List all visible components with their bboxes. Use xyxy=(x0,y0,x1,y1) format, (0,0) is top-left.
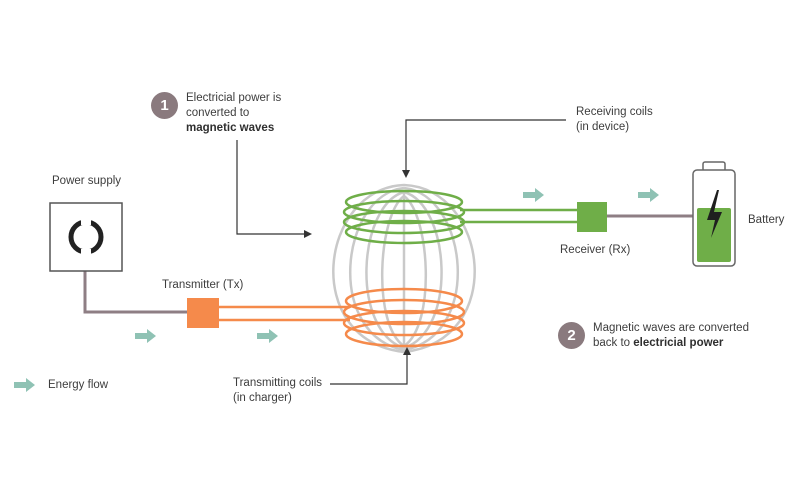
step-1-line-2: converted to xyxy=(186,107,250,119)
step-2-line-2-bold: electricial power xyxy=(633,337,724,349)
energy-flow-legend-arrow-icon xyxy=(14,378,35,392)
transmitting-coils-label: Transmitting coils (in charger) xyxy=(233,376,322,406)
receiving-coils-label: Receiving coils (in device) xyxy=(576,105,653,135)
energy-flow-arrow-icon xyxy=(638,188,659,202)
receiving-coils-line-1: Receiving coils xyxy=(576,106,653,118)
transmitter-box xyxy=(187,298,219,328)
energy-flow-legend-label: Energy flow xyxy=(48,379,109,391)
transmitting-coils-line-1: Transmitting coils xyxy=(233,377,323,389)
wires xyxy=(83,208,696,322)
step-1-line-3: magnetic waves xyxy=(186,122,275,134)
energy-flow-arrow-icon xyxy=(523,188,544,202)
pointer-heads xyxy=(304,170,411,355)
step-1-text: Electricial power is converted to magnet… xyxy=(186,91,281,136)
step-1-badge: 1 xyxy=(151,92,178,119)
step-2-badge: 2 xyxy=(558,322,585,349)
power-supply-label: Power supply xyxy=(52,175,122,187)
energy-flow-arrow-icon xyxy=(257,329,278,343)
step-2-line-1: Magnetic waves are converted xyxy=(593,322,749,334)
receiver-box xyxy=(577,202,607,232)
pointer-lines xyxy=(236,119,566,385)
step-2-text: Magnetic waves are converted back to ele… xyxy=(593,321,749,351)
step-2-line-2-prefix: back to xyxy=(593,337,634,349)
transmitting-coils-line-2: (in charger) xyxy=(233,392,292,404)
power-outlet-icon xyxy=(49,202,123,272)
receiving-coils-line-2: (in device) xyxy=(576,121,630,133)
receiver-label: Receiver (Rx) xyxy=(560,244,631,256)
energy-flow-arrows xyxy=(14,188,659,392)
transmitter-label: Transmitter (Tx) xyxy=(162,279,244,291)
transmitting-coils xyxy=(342,287,466,348)
energy-flow-arrow-icon xyxy=(135,329,156,343)
battery-icon xyxy=(692,161,736,267)
battery-label: Battery xyxy=(748,214,785,226)
receiving-coils xyxy=(342,189,466,245)
step-1-line-1: Electricial power is xyxy=(186,92,282,104)
lightning-bolt-icon xyxy=(707,190,722,238)
